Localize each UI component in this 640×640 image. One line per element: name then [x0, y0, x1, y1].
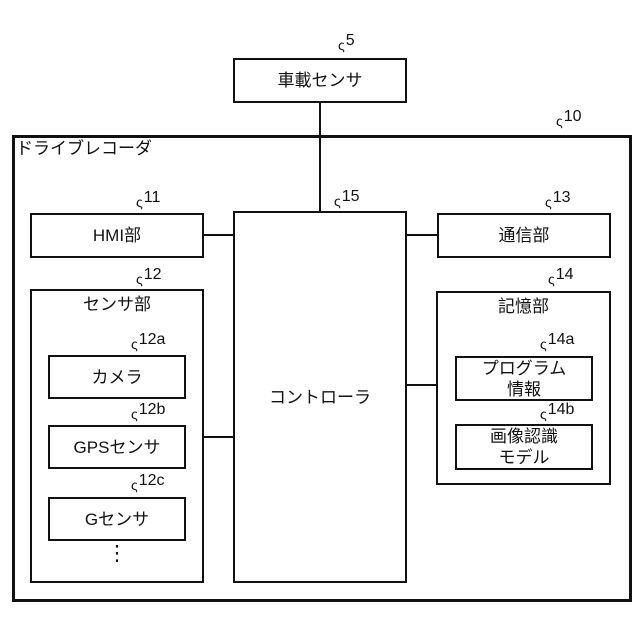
vehicle-sensor-label: 車載センサ	[277, 71, 363, 90]
connector-hmi-to-controller	[203, 234, 234, 236]
leader-line-icon: ς	[540, 406, 547, 422]
leader-line-icon: ς	[131, 477, 138, 493]
leader-line-icon: ς	[540, 336, 547, 352]
leader-line-icon: ς	[338, 37, 345, 53]
ref-number-12a: 12a	[138, 331, 166, 348]
leader-line-icon: ς	[548, 271, 555, 287]
leader-line-icon: ς	[334, 193, 341, 209]
ref-number-12b: 12b	[138, 401, 166, 418]
drive-recorder-label: ドライブレコーダ	[16, 139, 152, 158]
sensor-list-ellipsis: ⋮	[106, 542, 128, 565]
image-recognition-model-label-line1: 画像認識	[490, 427, 558, 446]
hmi-box: HMI部	[30, 213, 204, 258]
leader-line-icon: ς	[136, 194, 143, 210]
communication-label: 通信部	[498, 226, 550, 245]
ref-number-12c: 12c	[138, 472, 165, 489]
ref-number-14b: 14b	[547, 401, 575, 418]
leader-line-icon: ς	[131, 406, 138, 422]
gps-sensor-label: GPSセンサ	[73, 437, 161, 457]
vehicle-sensor-box: 車載センサ	[233, 58, 407, 103]
program-info-label-line1: プログラム	[481, 358, 567, 378]
ref-number-5: 5	[345, 32, 355, 49]
leader-line-icon: ς	[131, 336, 138, 352]
ref-number-14a: 14a	[547, 331, 575, 348]
image-recognition-model-label-line2: モデル	[498, 448, 550, 467]
sensor-unit-label: センサ部	[83, 295, 151, 314]
g-sensor-box: Gセンサ	[48, 497, 186, 541]
connector-vehicle-sensor-to-controller	[319, 101, 321, 212]
ref-number-12: 12	[143, 266, 162, 283]
gps-sensor-box: GPSセンサ	[48, 425, 186, 469]
ref-number-15: 15	[341, 188, 360, 205]
drive-recorder-box	[12, 135, 632, 602]
image-recognition-model-box: 画像認識 モデル	[455, 424, 593, 470]
connector-sensor-unit-to-controller	[203, 436, 234, 438]
leader-line-icon: ς	[545, 194, 552, 210]
communication-box: 通信部	[437, 213, 611, 258]
camera-box: カメラ	[48, 355, 186, 399]
hmi-label: HMI部	[92, 226, 142, 245]
camera-label: カメラ	[91, 367, 143, 387]
leader-line-icon: ς	[556, 113, 563, 129]
storage-label: 記憶部	[498, 297, 549, 316]
connector-controller-to-storage	[406, 384, 437, 386]
ref-number-10: 10	[563, 108, 582, 125]
g-sensor-label: Gセンサ	[84, 509, 150, 529]
program-info-box: プログラム 情報	[455, 356, 593, 401]
leader-line-icon: ς	[136, 271, 143, 287]
controller-box: コントローラ	[233, 211, 407, 583]
ref-number-14: 14	[555, 266, 574, 283]
ref-number-13: 13	[552, 189, 571, 206]
ref-number-11: 11	[143, 189, 161, 206]
connector-controller-to-comm	[406, 234, 438, 236]
controller-label: コントローラ	[269, 387, 371, 407]
program-info-label-line2: 情報	[507, 379, 541, 399]
